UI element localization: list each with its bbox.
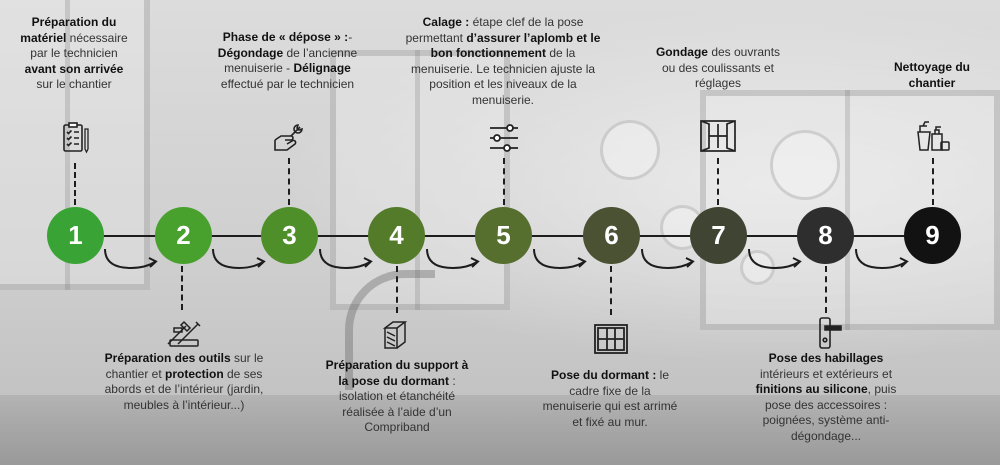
step-3-label: Phase de « dépose » :- Dégondage de l’anc… xyxy=(205,30,370,92)
connector-9 xyxy=(932,158,934,205)
step-6-circle: 6 xyxy=(583,207,640,264)
arrow-5-6 xyxy=(533,248,587,270)
label-text-run: de ses abords et de l’intérieur (jardin,… xyxy=(104,366,264,412)
label-text-run: le cadre fixe de la menuiserie qui est a… xyxy=(542,368,678,429)
step-3-number: 3 xyxy=(282,220,297,250)
label-text-run: Pose des habillages xyxy=(768,351,884,365)
label-text-run: Nettoyage du chantier xyxy=(893,60,970,90)
connector-7 xyxy=(717,158,719,205)
arrow-2-3 xyxy=(212,248,266,270)
support-block-icon xyxy=(380,318,410,352)
label-text-run: Phase de « dépose » : xyxy=(222,30,349,44)
step-4-circle: 4 xyxy=(368,207,425,264)
connector-1 xyxy=(74,163,76,205)
step-8-circle: 8 xyxy=(797,207,854,264)
arrow-3-4 xyxy=(319,248,373,270)
connector-5 xyxy=(503,158,505,205)
arrow-1-2 xyxy=(104,248,158,270)
label-text-run: finitions au silicone xyxy=(755,382,868,396)
label-text-run: Dégondage xyxy=(217,45,284,60)
step-9-number: 9 xyxy=(925,220,940,250)
label-text-run: intérieurs et extérieurs et xyxy=(759,366,893,381)
label-text-run: - xyxy=(348,30,353,44)
step-1-label: Préparation du matériel nécessaire par l… xyxy=(18,15,130,93)
label-text-run: avant son arrivée xyxy=(24,61,124,76)
label-text-run: Préparation du matériel xyxy=(20,15,117,45)
tools-icon xyxy=(164,316,204,350)
step-5-number: 5 xyxy=(496,220,511,250)
sliders-icon xyxy=(487,121,521,155)
step-7-label: Gondage des ouvrants ou des coulissants … xyxy=(648,45,788,92)
step-4-label: Préparation du support à la pose du dorm… xyxy=(322,358,472,436)
step-8-label: Pose des habillages intérieurs et extéri… xyxy=(745,351,907,444)
arrow-8-9 xyxy=(855,248,909,270)
label-text-run: nécessaire par le technicien xyxy=(30,30,128,61)
label-text-run: de la menuiserie. Le technicien ajuste l… xyxy=(410,46,596,107)
label-text-run: Préparation des outils xyxy=(104,351,231,365)
step-6-label: Pose du dormant : le cadre fixe de la me… xyxy=(540,368,680,430)
step-3-circle: 3 xyxy=(261,207,318,264)
label-text-run: Gondage xyxy=(655,45,708,59)
step-9-circle: 9 xyxy=(904,207,961,264)
step-1-circle: 1 xyxy=(47,207,104,264)
wrench-hand-icon xyxy=(271,122,305,156)
open-window-icon xyxy=(698,118,738,154)
arrow-7-8 xyxy=(748,248,802,270)
label-text-run: effectué par le technicien xyxy=(220,76,355,91)
step-1-number: 1 xyxy=(68,220,83,250)
connector-6 xyxy=(610,266,612,315)
arrow-6-7 xyxy=(641,248,695,270)
checklist-icon xyxy=(58,121,92,155)
connector-8 xyxy=(825,266,827,313)
step-2-label: Préparation des outils sur le chantier e… xyxy=(104,351,264,413)
label-text-run: sur le chantier et xyxy=(105,351,264,381)
label-text-run: des ouvrants ou des coulissants et régla… xyxy=(661,45,781,90)
label-text-run: Délignage xyxy=(293,61,351,75)
step-6-number: 6 xyxy=(604,220,619,250)
step-2-circle: 2 xyxy=(155,207,212,264)
label-text-run: Calage : xyxy=(422,15,470,29)
window-frame-icon xyxy=(593,322,629,356)
label-text-run: Pose du dormant : xyxy=(550,368,657,382)
label-text-run: Préparation du support à la pose du dorm… xyxy=(325,358,469,388)
label-text-run: sur le chantier xyxy=(36,77,112,91)
step-5-label: Calage : étape clef de la pose permettan… xyxy=(403,15,603,108)
connector-3 xyxy=(288,158,290,205)
step-4-number: 4 xyxy=(389,220,404,250)
label-text-run: étape clef de la pose permettant xyxy=(405,15,584,45)
label-text-run: de l’ancienne menuiserie - xyxy=(224,45,358,76)
label-text-run: protection xyxy=(165,366,224,381)
door-handle-icon xyxy=(814,316,844,350)
step-5-circle: 5 xyxy=(475,207,532,264)
arrow-4-5 xyxy=(426,248,480,270)
step-8-number: 8 xyxy=(818,220,833,250)
cleaning-supplies-icon xyxy=(914,118,950,152)
connector-4 xyxy=(396,266,398,313)
step-7-number: 7 xyxy=(711,220,726,250)
connector-2 xyxy=(181,266,183,310)
step-9-label: Nettoyage du chantier xyxy=(877,60,987,91)
step-7-circle: 7 xyxy=(690,207,747,264)
label-text-run: d’assurer l’aplomb et le bon fonctionnem… xyxy=(430,30,601,61)
step-2-number: 2 xyxy=(176,220,191,250)
label-text-run: , puis pose des accessoires : poignées, … xyxy=(762,382,897,443)
label-text-run: : isolation et étanchéité réalisée à l’a… xyxy=(338,373,456,435)
